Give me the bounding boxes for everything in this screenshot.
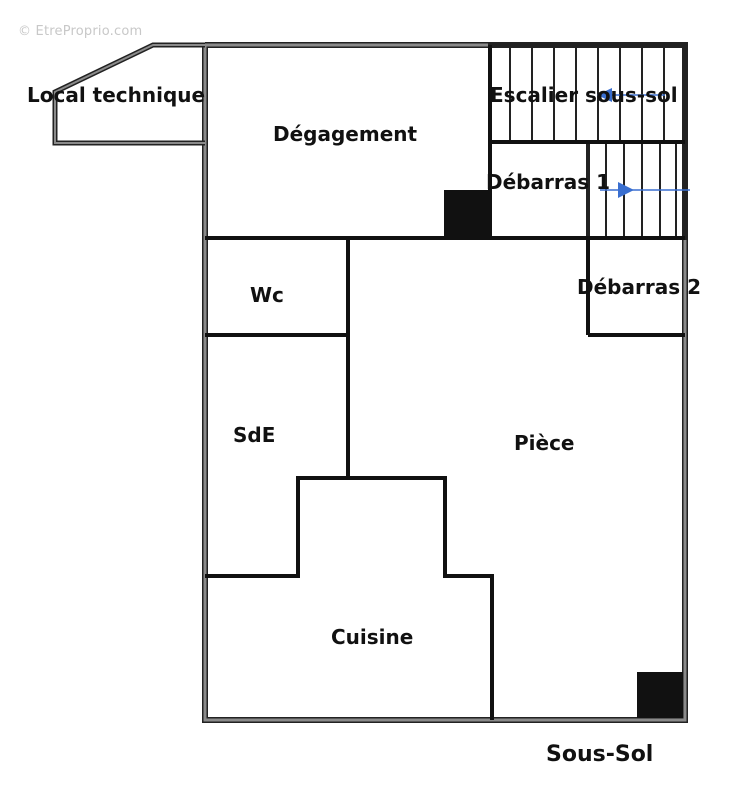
column-block-top — [444, 190, 490, 236]
room-label-degagement: Dégagement — [273, 122, 418, 146]
stair-arrow-down — [600, 182, 690, 198]
room-label-debarras-2: Débarras 2 — [577, 275, 701, 299]
room-label-debarras-1: Débarras 1 — [486, 170, 610, 194]
column-block-bottom — [637, 672, 683, 718]
room-label-local-technique: Local technique — [27, 83, 206, 107]
room-label-piece: Pièce — [514, 431, 575, 455]
room-label-wc: Wc — [250, 283, 284, 307]
room-label-cuisine: Cuisine — [331, 625, 414, 649]
stair-arrow-up — [597, 88, 665, 102]
watermark: © EtreProprio.com — [18, 24, 143, 39]
room-label-escalier: Escalier sous-sol — [490, 83, 678, 107]
room-label-sde: SdE — [233, 423, 276, 447]
floor-label: Sous-Sol — [546, 742, 654, 767]
outer-walls — [202, 42, 688, 723]
outer-walls-inner — [203, 43, 687, 722]
interior-walls — [205, 45, 685, 720]
